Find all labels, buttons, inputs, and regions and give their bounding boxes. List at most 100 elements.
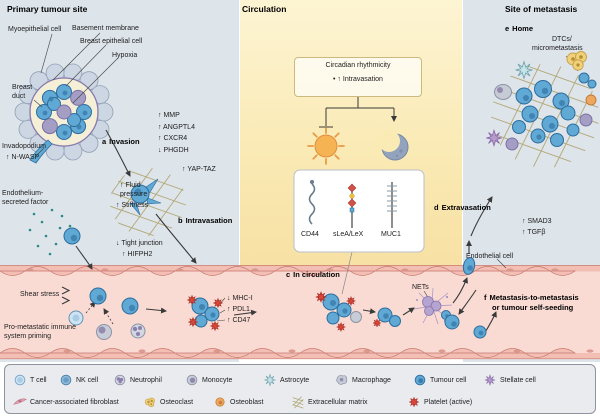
ctc-cluster-1	[313, 289, 362, 334]
migrating-tumour-cell	[63, 227, 81, 245]
step-f-label-line2: or tumour self-seeding	[492, 303, 574, 312]
legend-label-neutrophil: Neutrophil	[130, 376, 162, 384]
astrocyte-cell	[514, 60, 534, 80]
legend-label-osteoblast: Osteoblast	[230, 398, 264, 406]
legend-label-t-cell: T cell	[30, 376, 47, 384]
endothelial-nuclei	[26, 268, 594, 353]
label-breast-epithelial-cell: Breast epithelial cell	[80, 38, 143, 45]
label-immune-priming: Pro-metastatic immune system priming	[4, 324, 76, 340]
legend-item-osteoclast: Osteoclast	[143, 394, 193, 410]
legend-label-platelet-active: Platelet (active)	[424, 398, 473, 406]
t-cell-icon	[14, 374, 26, 386]
header-site-of-metastasis: Site of metastasis	[505, 4, 578, 14]
legend-label-tumour-cell: Tumour cell	[430, 376, 467, 384]
step-d-letter: d	[434, 203, 439, 212]
label-leader-lines	[33, 32, 579, 322]
legend-item-t-cell: T cell	[13, 372, 47, 388]
legend-item-osteoblast: Osteoblast	[213, 394, 263, 410]
label-pdl1: ↑ PDL1	[227, 306, 250, 313]
label-cd47: ↑ CD47	[227, 317, 251, 324]
legend-label-stellate-cell: Stellate cell	[500, 376, 536, 384]
step-a-label: Invasion	[109, 137, 140, 146]
slea-lex-receptor-glyph	[347, 183, 357, 228]
label-circadian-intravasation: • ↑ Intravasation	[333, 76, 383, 83]
ctc-receptor-box	[293, 169, 425, 253]
factor-mmp: ↑ MMP	[158, 112, 180, 119]
legend-label-extracellular-matrix: Extracellular matrix	[308, 398, 368, 406]
legend-item-tumour-cell: Tumour cell	[413, 372, 466, 388]
legend-label-osteoclast: Osteoclast	[160, 398, 194, 406]
tumour-cell-icon	[414, 374, 426, 386]
label-smad3: ↑ SMAD3	[522, 218, 552, 225]
astrocyte-icon	[264, 374, 276, 386]
label-hifph2: ↑ HIFPH2	[122, 251, 153, 258]
label-basement-membrane: Basement membrane	[72, 25, 139, 32]
step-e-letter: e	[505, 24, 510, 33]
monocyte-cell	[96, 324, 112, 340]
step-a-letter: a	[102, 137, 107, 146]
label-breast-duct: Breast duct	[12, 84, 33, 100]
legend-label-macrophage: Macrophage	[352, 376, 391, 384]
macrophage-cell	[494, 84, 512, 100]
label-mhc: ↓ MHC-I	[227, 295, 253, 302]
label-yap-taz: ↑ YAP-TAZ	[182, 166, 216, 173]
osteoblast-icon	[215, 397, 225, 407]
step-d-label: Extravasation	[441, 203, 491, 212]
platelet-active-icon	[407, 395, 421, 409]
step-f-label: Metastasis-to-metastasis	[489, 293, 579, 302]
moon-icon	[378, 130, 409, 161]
label-cd44: CD44	[301, 231, 319, 238]
label-circadian-rhythmicity: Circadian rhythmicity	[325, 62, 391, 69]
ctc-cluster-2	[370, 307, 401, 330]
label-endothelial-cell: Endothelial cell	[466, 253, 514, 260]
label-fluid-pressure: ↑ Fluid pressure	[120, 182, 148, 198]
label-dtcs: DTCs/	[552, 36, 572, 43]
label-invadopodium: Invadopodium	[2, 143, 46, 150]
step-b-letter: b	[178, 216, 183, 225]
label-tight-junction: ↓ Tight junction	[116, 240, 163, 247]
label-slea-lex: sLeA/LeX	[333, 231, 364, 238]
legend-label-cancer-associated-fibroblast: Cancer-associated fibroblast	[30, 398, 119, 406]
legend-item-astrocyte: Astrocyte	[263, 372, 309, 388]
cd44-receptor-glyph	[308, 180, 316, 225]
factor-phgdh: ↓ PHGDH	[158, 146, 189, 154]
extracellular-matrix-icon	[292, 396, 304, 409]
legend-item-nk-cell: NK cell	[59, 372, 98, 388]
label-myoepithelial-cell: Myoepithelial cell	[8, 26, 62, 33]
step-c-letter: c	[286, 270, 291, 279]
macrophage-icon	[336, 375, 348, 385]
osteoblast-cell	[585, 94, 597, 106]
legend-item-monocyte: Monocyte	[185, 372, 232, 388]
extravasating-cell	[462, 257, 476, 275]
invadopodium-protrusion	[29, 139, 53, 164]
legend-item-cancer-associated-fibroblast: Cancer-associated fibroblast	[13, 394, 119, 410]
nk-cell-icon	[60, 374, 72, 386]
metastasis-cluster	[485, 51, 597, 151]
monocyte-icon	[186, 374, 198, 386]
circadian-connectors	[319, 97, 397, 128]
stellate-cell-icon	[484, 374, 496, 386]
osteoclast-cell	[566, 51, 587, 71]
step-b-label: Intravasation	[185, 216, 233, 225]
osteoclast-icon	[144, 397, 155, 408]
invading-cell-on-matrix	[130, 178, 162, 216]
label-shear-stress: Shear stress	[20, 291, 60, 298]
platelet-cloaked-ctc-cluster	[185, 293, 225, 333]
neutrophil-cell	[130, 323, 146, 339]
label-hypoxia: Hypoxia	[112, 52, 138, 59]
nk-cell	[68, 310, 84, 326]
factor-angptl4: ↑ ANGPTL4	[158, 123, 195, 131]
shear-stress-chevrons	[61, 286, 71, 305]
sun-icon	[307, 127, 345, 165]
label-n-wasp: ↑ N-WASP	[6, 154, 40, 161]
legend-label-monocyte: Monocyte	[202, 376, 233, 384]
factor-cxcr4: ↑ CXCR4	[158, 135, 188, 142]
self-seeding-cells	[444, 314, 487, 339]
